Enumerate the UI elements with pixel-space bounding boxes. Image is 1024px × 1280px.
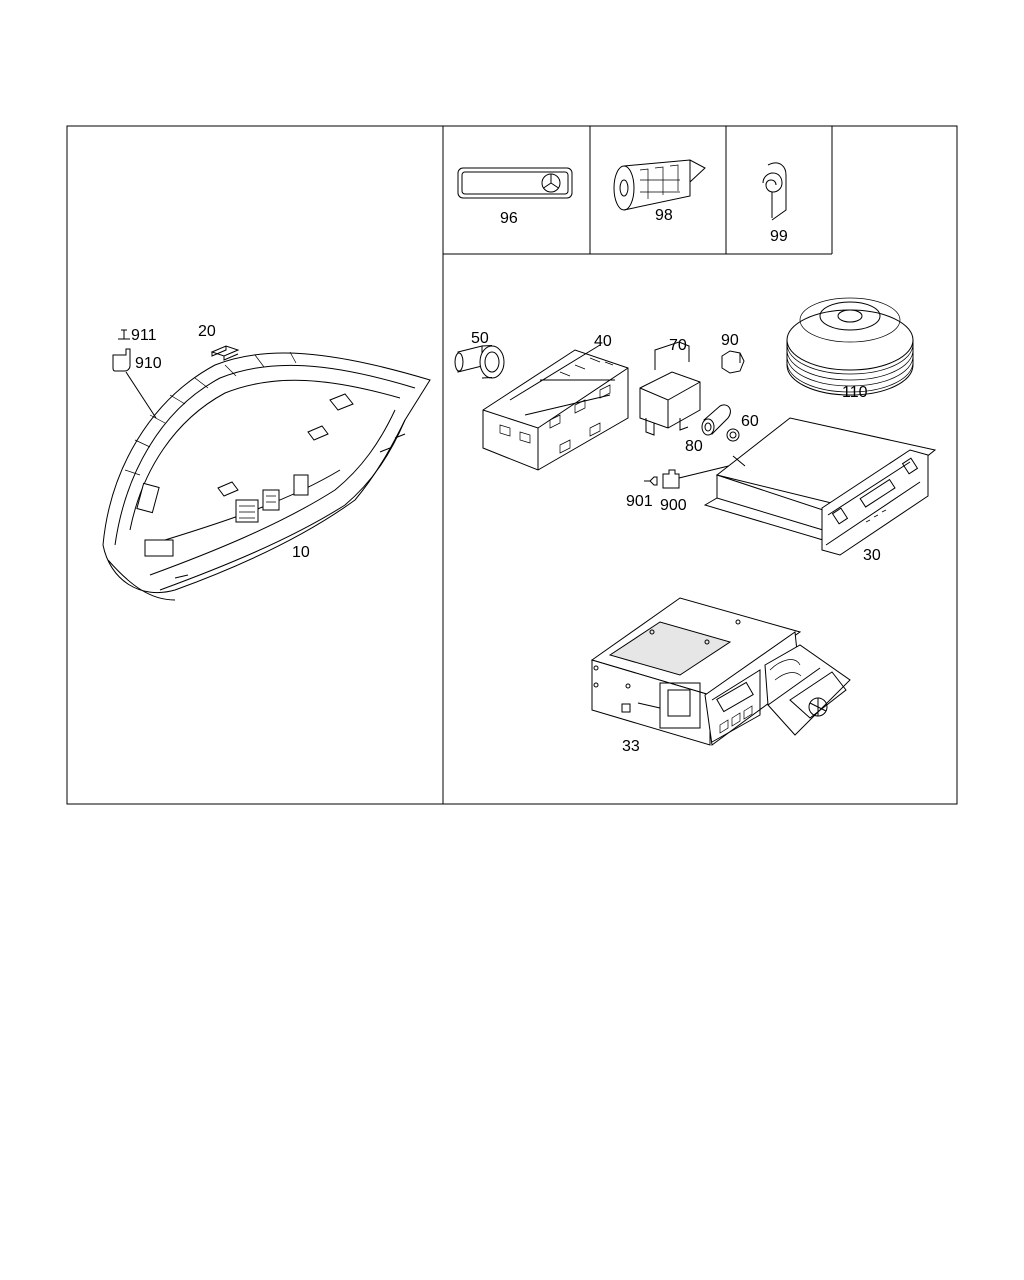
badge-drawing bbox=[457, 167, 573, 199]
socket-plug-drawing bbox=[454, 345, 505, 379]
connector-symbol-910 bbox=[112, 348, 131, 372]
label-part-70: 70 bbox=[669, 337, 687, 354]
bracket-drawing bbox=[639, 341, 701, 436]
cap-drawing bbox=[721, 350, 745, 374]
part-labels: 10 20 911 910 96 98 99 50 40 70 90 110 6… bbox=[131, 207, 881, 755]
tachograph-unit-drawing bbox=[703, 417, 937, 556]
clip-drawing bbox=[210, 345, 240, 361]
label-part-911: 911 bbox=[131, 327, 157, 344]
connector-symbol-901 bbox=[644, 476, 658, 486]
label-part-900: 900 bbox=[660, 497, 687, 514]
label-part-90: 90 bbox=[721, 332, 739, 349]
label-part-30: 30 bbox=[863, 547, 881, 564]
digital-tachograph-drawing bbox=[590, 597, 851, 746]
label-part-110: 110 bbox=[842, 384, 868, 401]
label-part-99: 99 bbox=[770, 228, 788, 245]
label-part-50: 50 bbox=[471, 330, 489, 347]
label-part-10: 10 bbox=[292, 544, 310, 561]
label-part-80: 80 bbox=[685, 438, 703, 455]
label-part-60: 60 bbox=[741, 413, 759, 430]
paper-roll-drawing bbox=[613, 159, 706, 211]
label-part-20: 20 bbox=[198, 323, 216, 340]
label-part-96: 96 bbox=[500, 210, 518, 227]
washer-drawing bbox=[726, 428, 740, 442]
label-part-901: 901 bbox=[626, 493, 653, 510]
instrument-cluster-drawing bbox=[102, 351, 431, 601]
label-part-33: 33 bbox=[622, 738, 640, 755]
label-part-98: 98 bbox=[655, 207, 673, 224]
knob-drawing bbox=[701, 404, 731, 436]
label-part-910: 910 bbox=[135, 355, 162, 372]
diagram-frame bbox=[66, 125, 958, 805]
tape-roll-drawing bbox=[786, 297, 914, 396]
spring-drawing bbox=[762, 162, 787, 221]
connector-symbol-911 bbox=[118, 329, 130, 340]
label-part-40: 40 bbox=[594, 333, 612, 350]
relay-box-drawing bbox=[482, 344, 629, 471]
